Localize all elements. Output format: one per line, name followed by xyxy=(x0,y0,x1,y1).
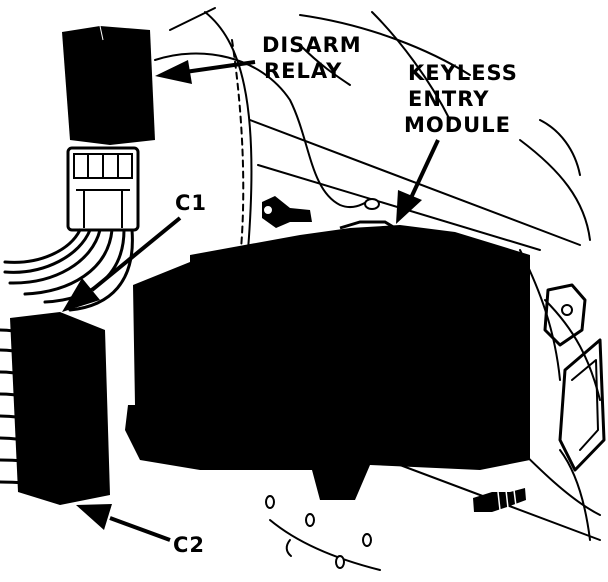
label-disarm-line2: RELAY xyxy=(264,59,342,83)
label-keyless-line3: MODULE xyxy=(404,113,511,137)
arrow-c2 xyxy=(76,504,171,542)
arrow-disarm-relay xyxy=(155,60,256,84)
grommet-small xyxy=(364,198,380,210)
label-c1: C1 xyxy=(175,191,207,215)
relay-connector xyxy=(66,146,140,232)
label-keyless-line2: ENTRY xyxy=(408,87,489,111)
disarm-relay xyxy=(62,25,155,145)
label-keyless-line1: KEYLESS xyxy=(408,61,518,85)
mounting-screw-bottom xyxy=(473,488,526,512)
relay-wire xyxy=(154,52,371,209)
label-c2: C2 xyxy=(173,533,205,557)
arrow-keyless-module xyxy=(396,139,440,224)
mounting-screw-top xyxy=(262,196,312,228)
panel-holes xyxy=(265,495,372,569)
mounting-bracket xyxy=(543,283,606,472)
keyless-entry-module xyxy=(125,220,530,500)
c2-connector xyxy=(0,312,110,505)
label-disarm-line1: DISARM xyxy=(262,33,362,57)
arrow-c1 xyxy=(62,216,182,312)
relay-wire-harness xyxy=(3,228,134,312)
